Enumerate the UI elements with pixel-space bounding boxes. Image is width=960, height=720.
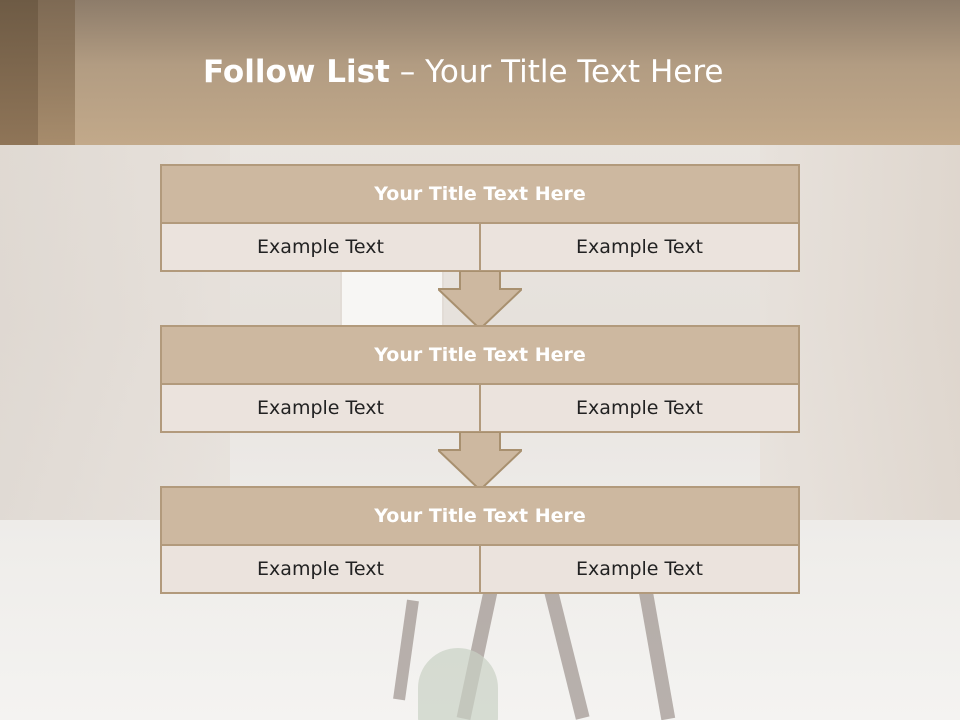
block-cell-right: Example Text: [479, 546, 798, 592]
list-block-2: Your Title Text Here Example Text Exampl…: [160, 325, 800, 433]
header-accent-strip: [38, 0, 75, 145]
block-cell-left: Example Text: [257, 397, 384, 419]
slide-title-bold: Follow List: [203, 54, 390, 90]
block-row: Example Text Example Text: [162, 546, 798, 592]
block-cell-right: Example Text: [479, 385, 798, 431]
block-title: Your Title Text Here: [162, 166, 798, 224]
list-block-1: Your Title Text Here Example Text Exampl…: [160, 164, 800, 272]
slide-title-rest: – Your Title Text Here: [389, 54, 724, 90]
slide-header: [0, 0, 960, 145]
header-accent-strip: [0, 0, 38, 145]
block-title: Your Title Text Here: [162, 327, 798, 385]
block-cell-left: Example Text: [257, 236, 384, 258]
block-row: Example Text Example Text: [162, 385, 798, 431]
list-block-3: Your Title Text Here Example Text Exampl…: [160, 486, 800, 594]
down-arrow-icon: [438, 271, 522, 329]
block-title: Your Title Text Here: [162, 488, 798, 546]
paint-bucket: [418, 648, 498, 720]
slide-title: Follow List – Your Title Text Here: [203, 54, 723, 98]
window: [340, 268, 444, 332]
block-cell-left: Example Text: [257, 558, 384, 580]
down-arrow-icon: [438, 432, 522, 490]
block-cell-right: Example Text: [479, 224, 798, 270]
block-row: Example Text Example Text: [162, 224, 798, 270]
